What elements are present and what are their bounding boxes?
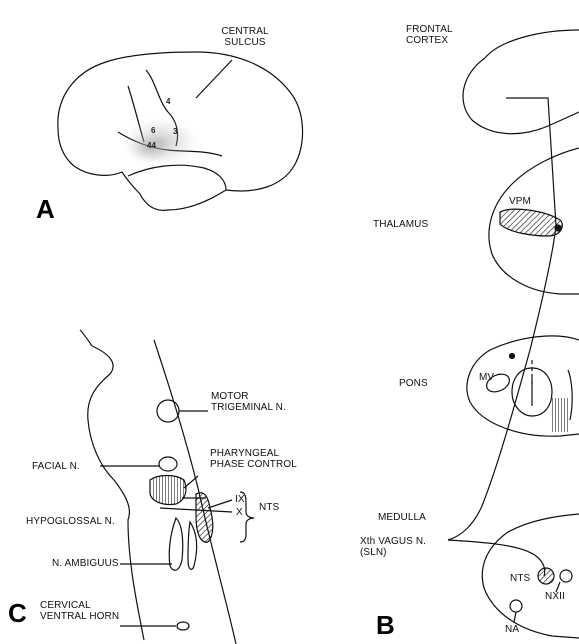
thalamus-label: THALAMUS	[373, 219, 428, 230]
vpm-label: VPM	[509, 196, 531, 207]
ambiguus-label: N. AMBIGUUS	[52, 558, 119, 569]
nxii-label: NXII	[545, 591, 565, 602]
facial-nerve-label: FACIAL N.	[32, 461, 80, 472]
panel-c-drawing	[80, 330, 254, 644]
pons-label: PONS	[399, 378, 428, 389]
nts-b-label: NTS	[510, 573, 530, 584]
panel-a-brain	[58, 52, 303, 210]
pharyngeal-phase-label: PHARYNGEAL PHASE CONTROL	[210, 448, 297, 470]
area-6-label: 6	[151, 127, 155, 135]
x-label: X	[236, 507, 243, 518]
nts-c-label: NTS	[259, 502, 279, 513]
motor-trigeminal-label: MOTOR TRIGEMINAL N.	[211, 391, 286, 413]
mv-label: MV	[479, 372, 494, 383]
ix-label: IX	[235, 494, 245, 505]
medulla-label: MEDULLA	[378, 512, 426, 523]
panel-b-letter: B	[376, 612, 395, 638]
panel-c-letter: C	[8, 600, 27, 626]
central-sulcus-label: CENTRAL SULCUS	[212, 26, 278, 48]
area-4-label: 4	[166, 98, 170, 106]
hypoglossal-label: HYPOGLOSSAL N.	[26, 516, 115, 527]
na-label: NA	[505, 624, 519, 635]
area-44-label: 44	[147, 142, 156, 150]
panel-a-letter: A	[36, 196, 55, 222]
panel-b-drawing	[448, 30, 579, 638]
vagus-nerve-label: Xth VAGUS N. (SLN)	[360, 536, 426, 558]
area-3-label: 3	[173, 128, 177, 136]
frontal-cortex-label: FRONTAL CORTEX	[406, 24, 453, 46]
cervical-ventral-horn-label: CERVICAL VENTRAL HORN	[40, 600, 119, 622]
